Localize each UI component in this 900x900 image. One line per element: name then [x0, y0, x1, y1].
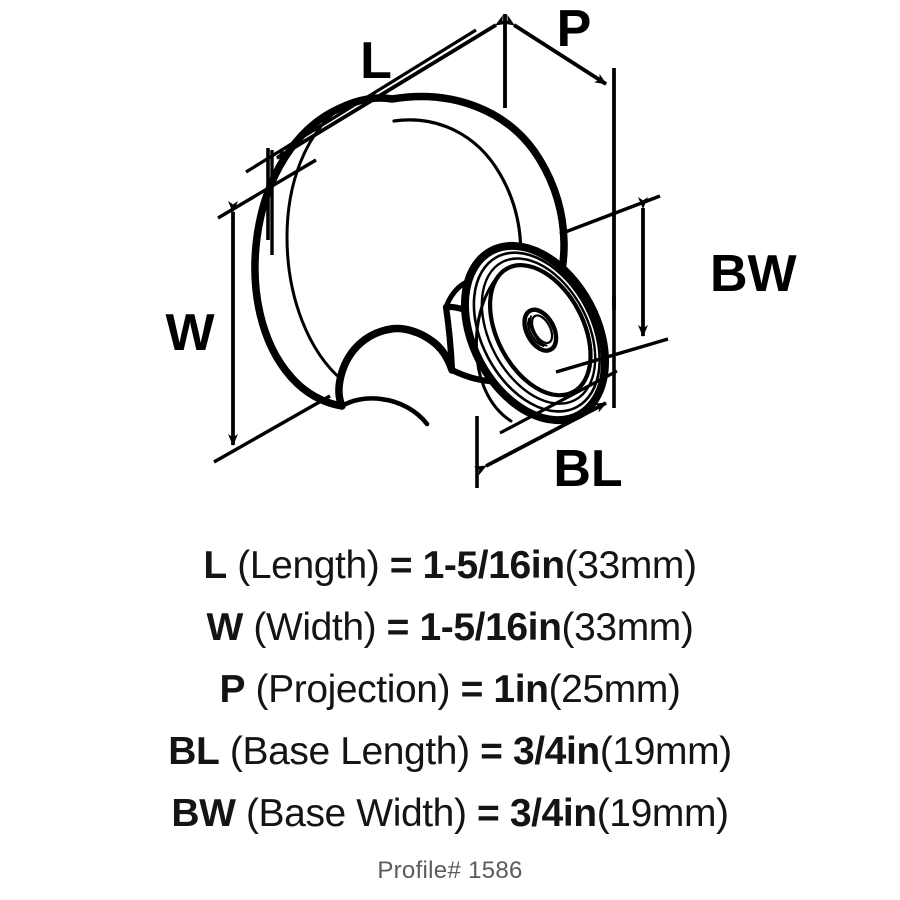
dimension-L-arrow: [276, 15, 508, 160]
spec-value: 3/4in: [509, 792, 597, 835]
knob-illustration: [251, 92, 610, 427]
spec-symbol: W: [206, 606, 244, 649]
spec-row-projection: P (Projection) = 1in(25mm): [0, 659, 900, 721]
dimension-label-W: W: [165, 304, 215, 362]
dimension-label-BL: BL: [553, 440, 622, 498]
spec-row-width: W (Width) = 1-5/16in(33mm): [0, 597, 900, 659]
dimension-W: W: [165, 150, 331, 464]
spec-equals: =: [460, 668, 484, 711]
spec-equals: =: [480, 730, 503, 773]
dimension-label-P: P: [557, 0, 592, 58]
knob-thread-hole-inner: [530, 314, 554, 345]
spec-metric: (33mm): [561, 606, 694, 649]
dimension-P-arrow: [502, 14, 608, 86]
dimension-W-leader-bottom: [213, 394, 331, 464]
spec-symbol: BW: [171, 792, 236, 835]
dimension-BW-leader-bottom: [555, 337, 669, 374]
knob-technical-drawing: L P W BW: [165, 0, 798, 498]
spec-equals: =: [477, 792, 500, 835]
spec-metric: (25mm): [548, 668, 681, 711]
dimension-BW-leader-top: [559, 194, 661, 236]
knob-base-disc-ring-2: [480, 257, 597, 405]
spec-name: (Projection): [255, 668, 451, 711]
spec-equals: =: [386, 606, 410, 649]
dimension-L-leader: [245, 28, 477, 174]
spec-metric: (33mm): [564, 544, 697, 587]
knob-thread-lines: [527, 315, 548, 348]
spec-row-base-length: BL (Base Length) = 3/4in(19mm): [0, 721, 900, 783]
dimension-BL-leader: [499, 369, 618, 435]
spec-value: 1in: [493, 668, 549, 711]
spec-symbol: P: [219, 668, 246, 711]
spec-row-length: L (Length) = 1-5/16in(33mm): [0, 535, 900, 597]
knob-base-disc-face: [487, 263, 593, 398]
spec-symbol: BL: [168, 730, 220, 773]
knob-neck-lower-flare: [339, 396, 430, 427]
spec-value: 1-5/16in: [422, 544, 565, 587]
dimension-label-BW: BW: [710, 245, 798, 303]
spec-name: (Length): [237, 544, 380, 587]
spec-equals: =: [389, 544, 413, 587]
spec-name: (Width): [253, 606, 377, 649]
spec-name: (Base Width): [245, 792, 467, 835]
spec-name: (Base Length): [229, 730, 470, 773]
profile-number: Profile# 1586: [377, 857, 523, 884]
spec-symbol: L: [203, 544, 227, 587]
dimension-BW: BW: [555, 68, 798, 374]
spec-row-base-width: BW (Base Width) = 3/4in(19mm): [0, 783, 900, 845]
dimension-label-L: L: [360, 32, 392, 90]
spec-value: 3/4in: [512, 730, 600, 773]
spec-metric: (19mm): [596, 792, 729, 835]
dimension-BL: BL: [473, 296, 623, 498]
specification-list: L (Length) = 1-5/16in(33mm) W (Width) = …: [0, 535, 900, 845]
dimension-BL-arrow: [473, 401, 607, 476]
spec-value: 1-5/16in: [419, 606, 562, 649]
spec-metric: (19mm): [599, 730, 732, 773]
